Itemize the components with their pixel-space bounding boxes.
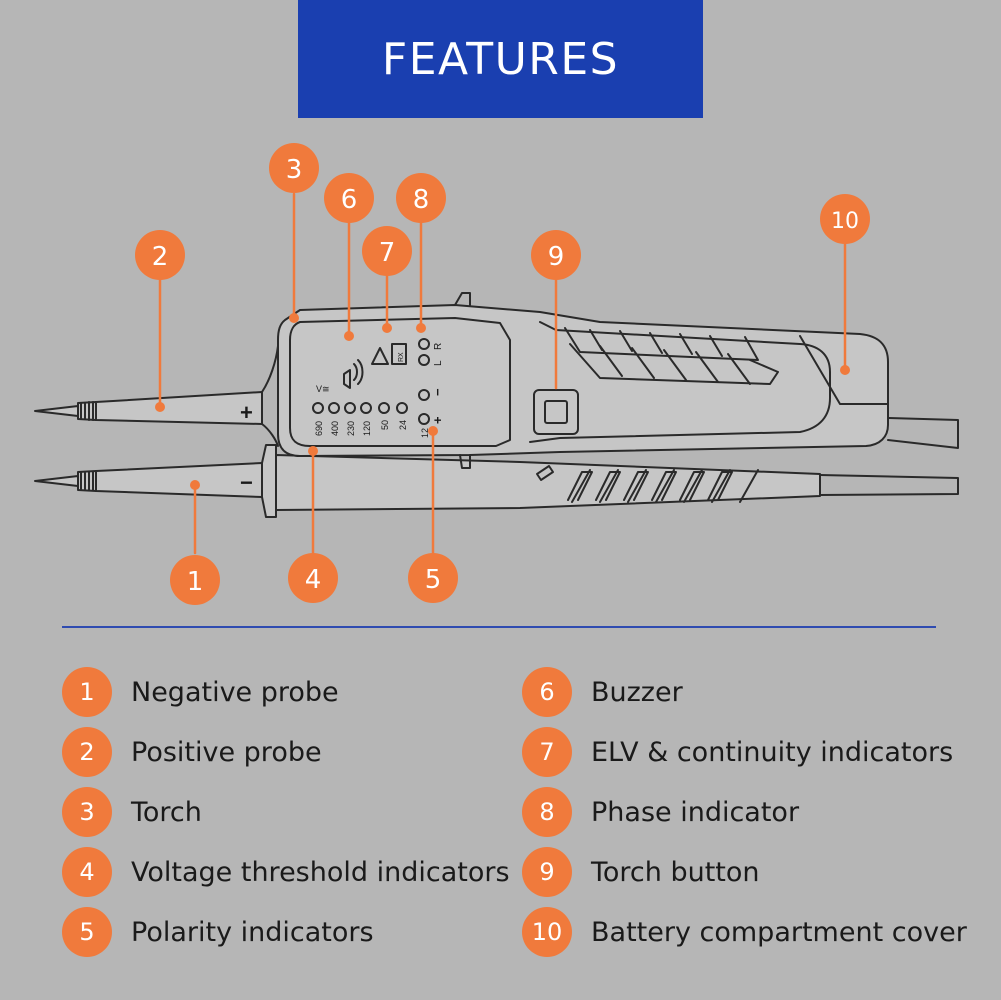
polarity-plus-label: + [430, 416, 445, 424]
voltage-level-label: 120 [362, 421, 372, 436]
callout-8: 8 [396, 173, 446, 223]
callout-7: 7 [362, 226, 412, 276]
phase-r-label: R [433, 343, 444, 350]
callout-number: 8 [413, 185, 430, 215]
legend-number-badge: 2 [62, 727, 112, 777]
legend-label: Polarity indicators [131, 916, 374, 948]
callout-number: 5 [425, 565, 442, 595]
voltage-leds [312, 338, 430, 425]
legend-label: Buzzer [591, 676, 683, 708]
callout-number: 7 [379, 238, 396, 268]
tester-body [277, 292, 959, 469]
probe-minus-sign: − [240, 470, 253, 495]
torch-button [533, 389, 579, 435]
legend-number-badge: 3 [62, 787, 112, 837]
voltage-level-label: 12 [420, 428, 430, 438]
legend-label: Voltage threshold indicators [131, 856, 510, 888]
section-divider [62, 626, 936, 628]
legend-label: ELV & continuity indicators [591, 736, 954, 768]
callout-number: 9 [548, 242, 565, 272]
legend-number-badge: 6 [522, 667, 572, 717]
legend-label: Negative probe [131, 676, 339, 708]
callout-10: 10 [820, 194, 870, 244]
legend-item-phase-indicator: 8 Phase indicator [522, 787, 799, 837]
legend-item-negative-probe: 1 Negative probe [62, 667, 339, 717]
banner-title: FEATURES [381, 33, 620, 85]
callout-number: 10 [831, 209, 859, 234]
legend-label: Torch [131, 796, 202, 828]
legend-item-battery-compartment-cover: 10 Battery compartment cover [522, 907, 967, 957]
voltage-level-label: 230 [346, 421, 356, 436]
features-banner: FEATURES [298, 0, 703, 118]
callout-5: 5 [408, 553, 458, 603]
probe-plus-sign: + [240, 400, 253, 425]
legend-item-voltage-threshold-indicators: 4 Voltage threshold indicators [62, 847, 510, 897]
legend-number-badge: 1 [62, 667, 112, 717]
legend-number-badge: 7 [522, 727, 572, 777]
legend-label: Phase indicator [591, 796, 800, 828]
voltage-unit: V≅ [316, 384, 330, 394]
legend-item-torch-button: 9 Torch button [522, 847, 760, 897]
rx-label: RX [398, 352, 405, 362]
legend-item-elv-continuity-indicators: 7 ELV & continuity indicators [522, 727, 953, 777]
legend-item-positive-probe: 2 Positive probe [62, 727, 322, 777]
legend-item-polarity-indicators: 5 Polarity indicators [62, 907, 374, 957]
callout-2: 2 [135, 230, 185, 280]
legend-label: Battery compartment cover [591, 916, 967, 948]
voltage-level-label: 50 [380, 420, 390, 430]
legend-number-badge: 10 [522, 907, 572, 957]
voltage-level-labels: 690 400 230 120 50 24 12 [314, 420, 430, 438]
callout-number: 1 [187, 567, 204, 597]
voltage-tester-diagram: + − V≅ 690 400 230 120 50 24 12 − + L R … [34, 143, 959, 605]
legend-item-torch: 3 Torch [62, 787, 202, 837]
voltage-level-label: 24 [398, 420, 408, 430]
callout-number: 4 [305, 565, 322, 595]
polarity-minus-label: − [430, 388, 445, 396]
negative-probe [34, 444, 959, 518]
callout-number: 2 [152, 242, 169, 272]
voltage-level-label: 690 [314, 421, 324, 436]
legend-label: Torch button [591, 856, 760, 888]
callout-1: 1 [170, 555, 220, 605]
legend-number-badge: 5 [62, 907, 112, 957]
callout-4: 4 [288, 553, 338, 603]
legend-number-badge: 4 [62, 847, 112, 897]
callout-3: 3 [269, 143, 319, 193]
legend-number-badge: 8 [522, 787, 572, 837]
phase-l-label: L [433, 360, 444, 366]
legend-label: Positive probe [131, 736, 322, 768]
callout-6: 6 [324, 173, 374, 223]
legend-number-badge: 9 [522, 847, 572, 897]
callout-number: 6 [341, 185, 358, 215]
legend-item-buzzer: 6 Buzzer [522, 667, 683, 717]
positive-probe [34, 345, 279, 447]
voltage-level-label: 400 [330, 421, 340, 436]
callout-9: 9 [531, 230, 581, 280]
callout-number: 3 [286, 155, 303, 185]
